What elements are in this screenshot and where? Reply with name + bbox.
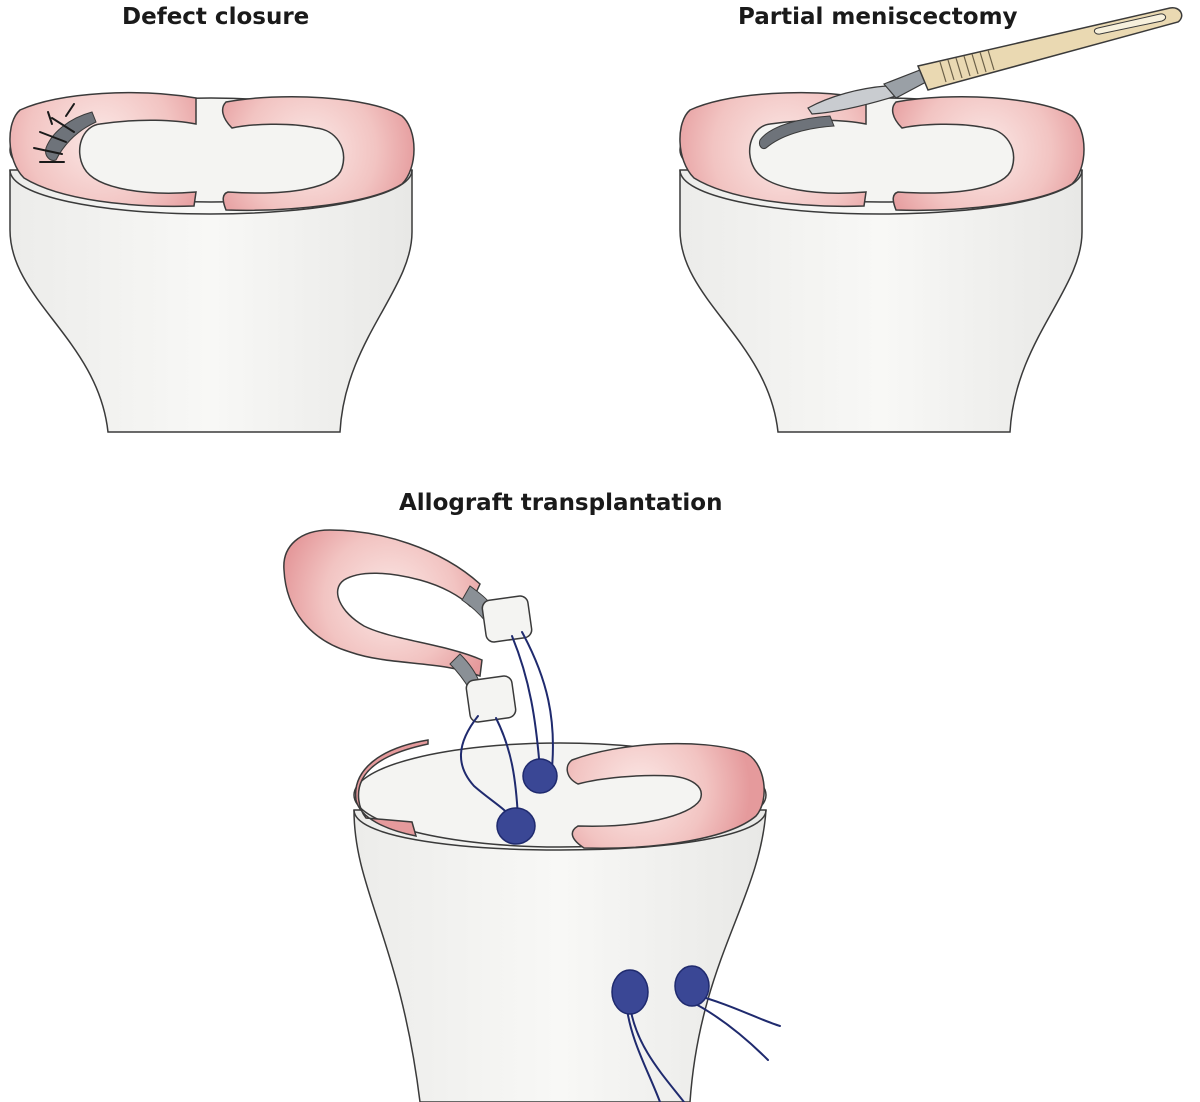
repaired-tear [45, 111, 97, 161]
lateral-meniscus [679, 91, 867, 208]
medial-meniscus [891, 95, 1085, 212]
defect-closure-panel [9, 91, 415, 433]
allograft-transplantation-panel [283, 529, 781, 1102]
medial-meniscus [221, 95, 415, 212]
scalpel-grip [939, 49, 995, 83]
tibia-bone [679, 169, 1083, 433]
defect-closure-title: Defect closure [122, 4, 310, 30]
allograft-transplantation-title: Allograft transplantation [399, 490, 723, 516]
tibia-bone [9, 169, 413, 433]
resected-tear [759, 115, 835, 149]
tibia-bone [353, 809, 767, 1102]
remaining-meniscus-rim [354, 739, 429, 837]
tibial-plateau-rim [353, 809, 767, 851]
suture-anchor-icon [496, 807, 536, 845]
bone-plug-icon [465, 675, 517, 723]
medial-meniscus [566, 742, 765, 849]
allograft-meniscus [283, 529, 483, 678]
bone-plug-icon [481, 595, 533, 643]
suture-anchor-icon [522, 758, 558, 794]
partial-meniscectomy-title: Partial meniscectomy [738, 4, 1018, 30]
scalpel-slot [1093, 13, 1167, 35]
sutures [33, 103, 75, 163]
suture-anchor-icon [611, 969, 649, 1015]
scalpel-icon [807, 7, 1183, 115]
suture-anchor-icon [674, 965, 710, 1007]
partial-meniscectomy-panel [679, 7, 1183, 433]
